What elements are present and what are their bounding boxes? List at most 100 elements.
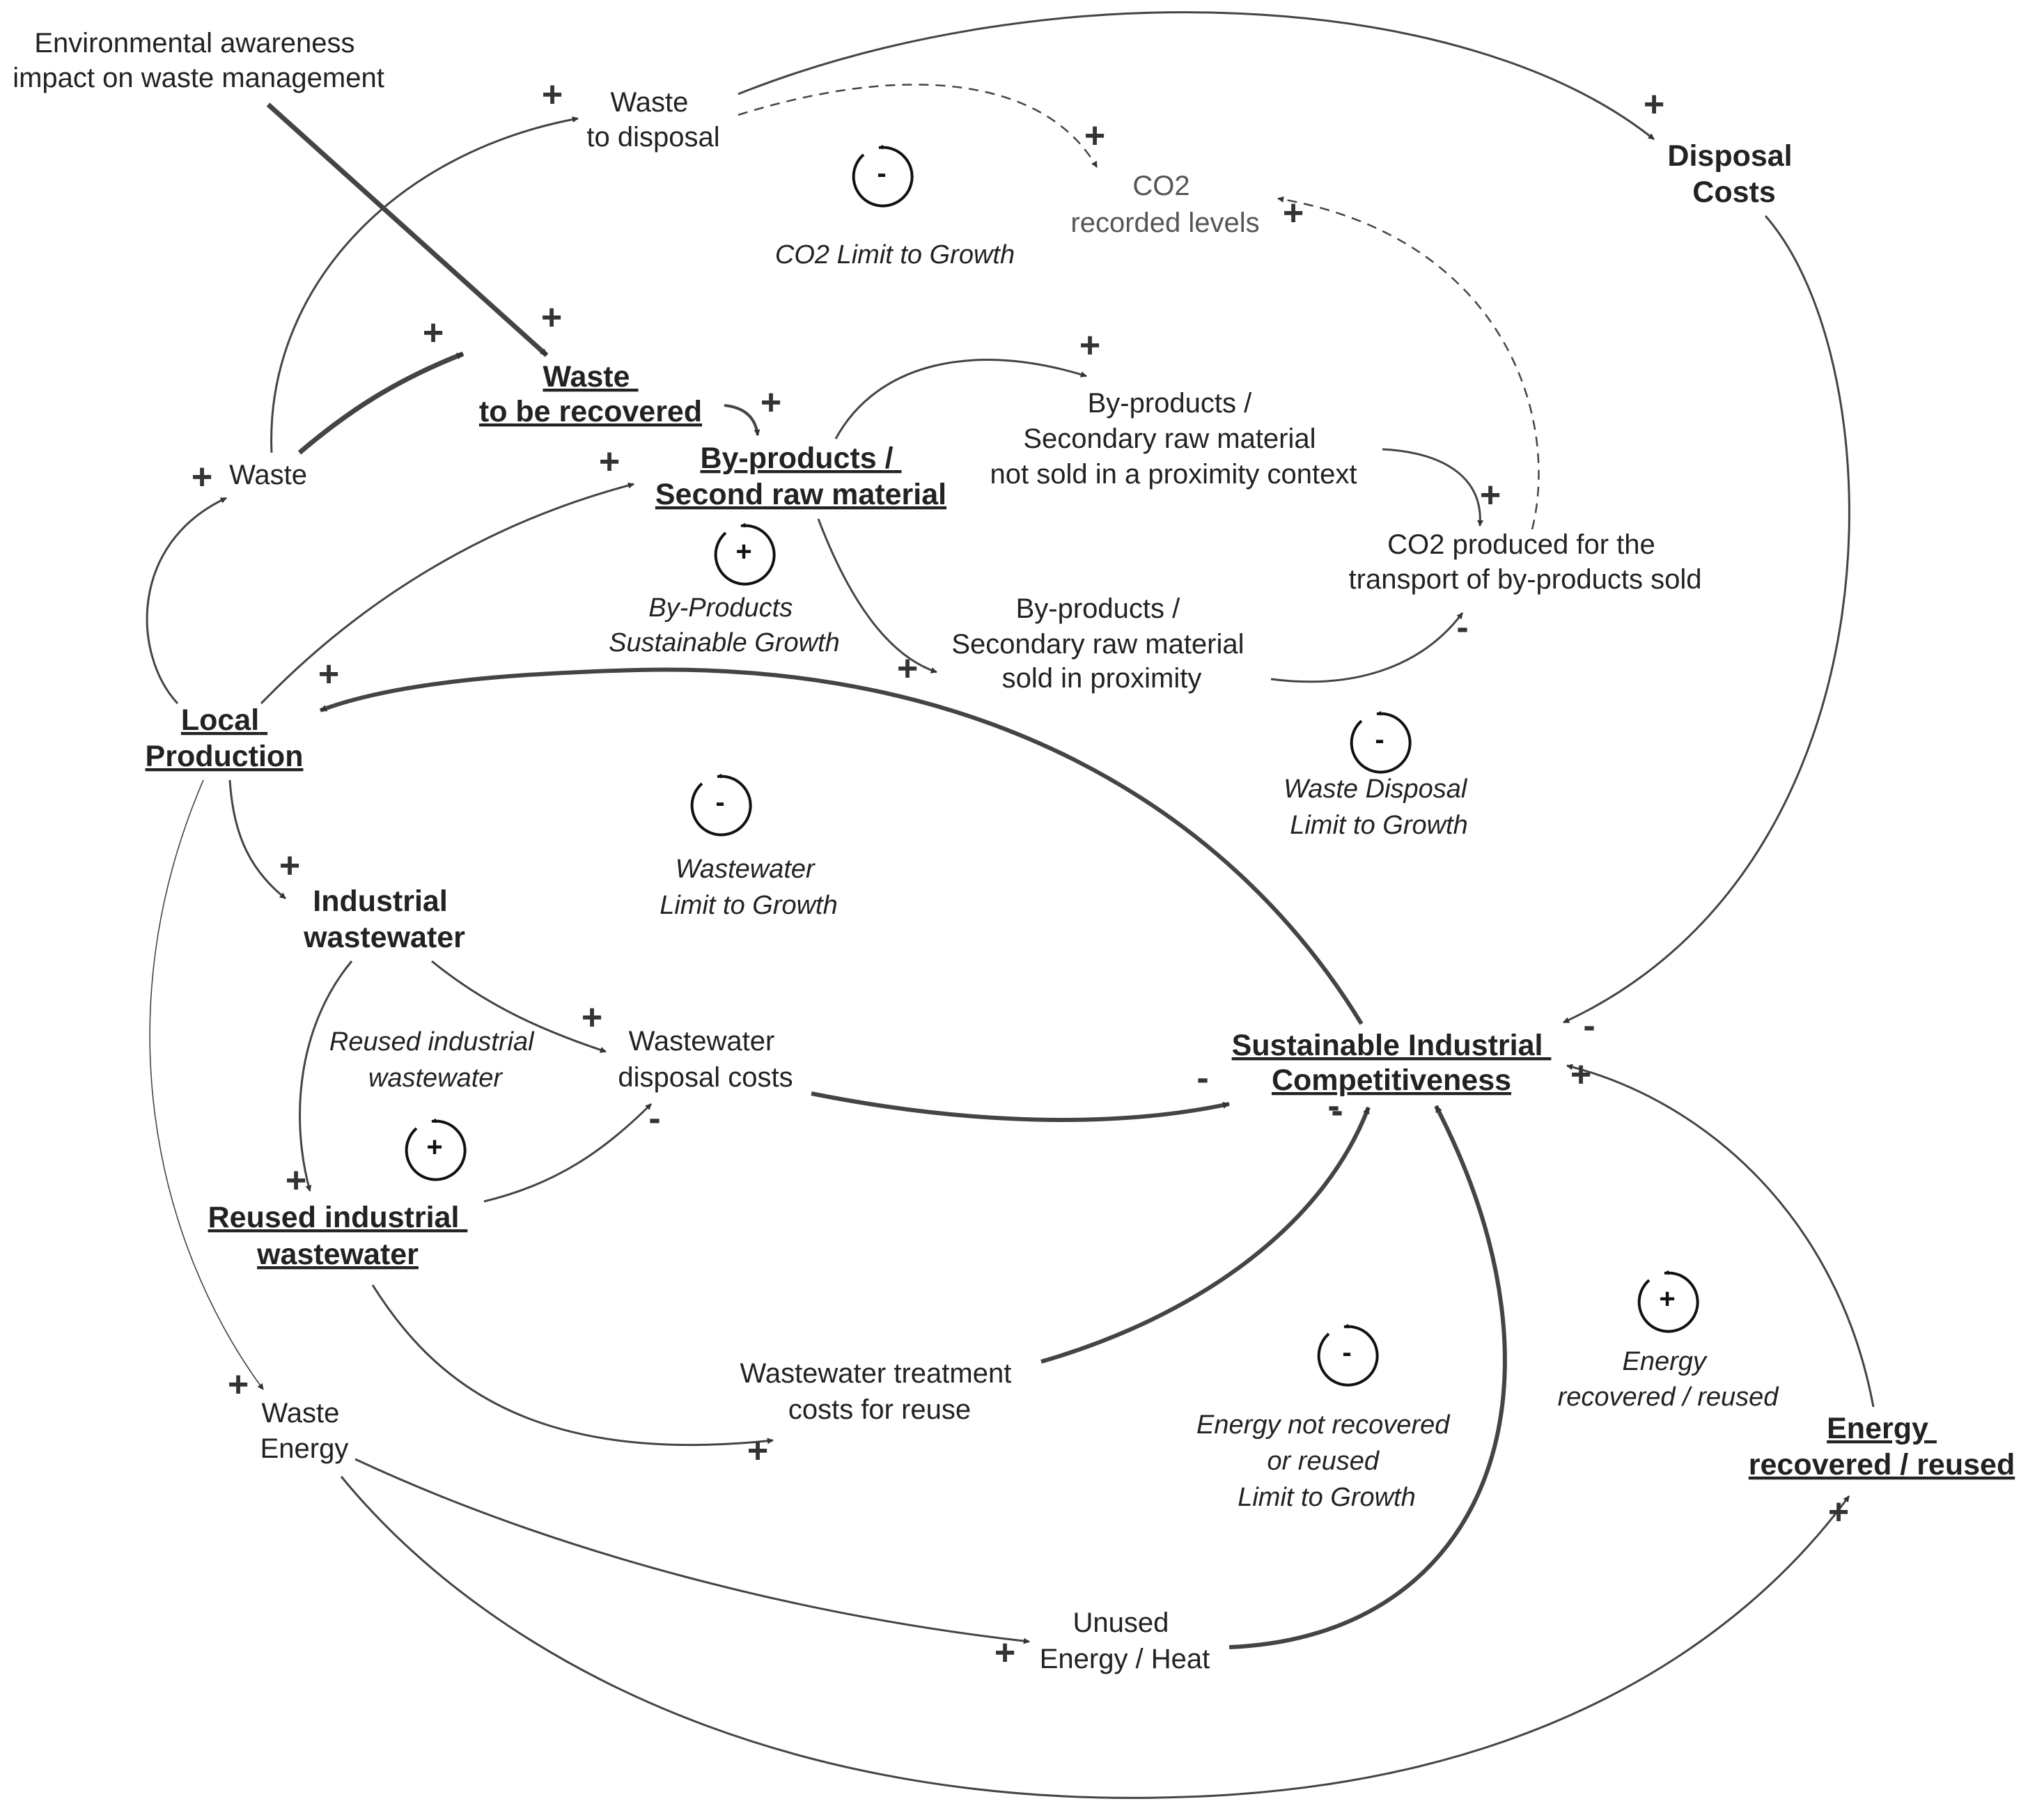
link-waste-to-waste-to-be-recovered bbox=[297, 351, 465, 455]
link-waste-to-disposal-to-disposal-costs bbox=[738, 11, 1655, 141]
polarity-not-sold-to-co2-transport: + bbox=[1480, 475, 1501, 515]
node-waste-to-be-recovered-line1: Waste bbox=[543, 360, 630, 394]
loop-label-byproducts-growth-line1: By-Products bbox=[648, 593, 793, 623]
node-co2-recorded: CO2 recorded levels bbox=[1070, 171, 1259, 238]
node-co2-recorded-line2: recorded levels bbox=[1070, 208, 1259, 238]
node-byproducts-sold-line1: By-products / bbox=[1016, 593, 1181, 624]
node-byproducts-sold: By-products / Secondary raw material sol… bbox=[951, 593, 1251, 694]
link-not-sold-to-co2-transport bbox=[1382, 448, 1484, 527]
node-byproducts-second: By-products / Second raw material bbox=[655, 442, 946, 511]
polarity-waste-to-waste-to-disposal: + bbox=[542, 75, 563, 115]
link-waste-to-waste-to-disposal bbox=[270, 116, 579, 453]
node-waste: Waste bbox=[229, 460, 307, 490]
link-waste-energy-to-energy-recovered bbox=[340, 1476, 1850, 1799]
node-waste-to-be-recovered: Waste to be recovered bbox=[479, 360, 702, 428]
loop-label-co2-limit: CO2 Limit to Growth bbox=[775, 240, 1015, 270]
link-sold-to-co2-transport bbox=[1270, 612, 1464, 683]
link-reused-wastewater-to-treatment-costs bbox=[371, 1284, 774, 1447]
node-wastewater-treatment-costs: Wastewater treatment costs for reuse bbox=[740, 1358, 1020, 1425]
node-waste-line1: Waste bbox=[229, 460, 307, 490]
polarity-competitiveness-to-local-production: + bbox=[318, 654, 339, 694]
loop-label-energy-recovered-line1: Energy bbox=[1623, 1347, 1708, 1376]
node-sustainable-competitiveness: Sustainable Industrial Competitiveness bbox=[1232, 1029, 1552, 1097]
loop-label-waste-disposal-limit-line2: Limit to Growth bbox=[1290, 811, 1468, 840]
loop-arrow-energy-not-recovered-icon bbox=[1317, 1323, 1379, 1387]
node-byproducts-not-sold: By-products / Secondary raw material not… bbox=[990, 388, 1357, 490]
loop-label-waste-disposal-limit-line1: Waste Disposal bbox=[1284, 774, 1468, 804]
node-local-production: Local Production bbox=[146, 703, 304, 773]
node-unused-energy: Unused Energy / Heat bbox=[1040, 1608, 1210, 1674]
link-env-awareness-to-waste-to-be-recovered bbox=[266, 102, 549, 357]
node-local-production-line1: Local bbox=[181, 703, 259, 737]
node-byproducts-sold-line3: sold in proximity bbox=[1002, 663, 1202, 694]
node-co2-transport-line1: CO2 produced for the bbox=[1387, 529, 1655, 560]
loop-arrow-wastewater-limit-icon bbox=[690, 773, 752, 836]
node-byproducts-not-sold-line2: Secondary raw material bbox=[1023, 423, 1316, 454]
link-byproducts-to-sold bbox=[817, 518, 937, 674]
node-disposal-costs-line2: Costs bbox=[1692, 176, 1775, 209]
loop-sign-waste-disposal-limit: - bbox=[1375, 724, 1384, 755]
link-local-production-to-waste-energy bbox=[149, 779, 264, 1390]
polarity-reused-wastewater-to-wastewater-disposal-costs: - bbox=[648, 1098, 660, 1139]
loop-sign-wastewater-limit: - bbox=[715, 787, 724, 818]
node-env-awareness-line2: impact on waste management bbox=[13, 63, 384, 93]
loop-label-byproducts-growth-line2: Sustainable Growth bbox=[609, 628, 840, 657]
node-env-awareness-line1: Environmental awareness bbox=[34, 28, 354, 59]
node-env-awareness: Environmental awareness impact on waste … bbox=[13, 28, 384, 93]
polarity-industrial-wastewater-to-wastewater-disposal-costs: + bbox=[582, 997, 602, 1038]
loop-arrow-reused-wastewater-icon bbox=[405, 1118, 467, 1181]
node-industrial-wastewater-line1: Industrial bbox=[313, 885, 448, 918]
loop-label-wastewater-limit-line2: Limit to Growth bbox=[660, 891, 838, 920]
node-waste-energy-line2: Energy bbox=[260, 1433, 349, 1464]
polarity-local-production-to-industrial-wastewater: + bbox=[279, 846, 300, 886]
loop-arrow-byproducts-growth-icon bbox=[714, 522, 776, 586]
node-byproducts-not-sold-line1: By-products / bbox=[1088, 388, 1253, 419]
polarity-treatment-costs-to-competitiveness: - bbox=[1331, 1091, 1343, 1131]
loop-label-energy-not-recovered-line1: Energy not recovered bbox=[1196, 1410, 1451, 1440]
loop-arrow-co2-limit-icon bbox=[852, 144, 914, 208]
node-local-production-line2: Production bbox=[146, 740, 304, 773]
node-wastewater-disposal-costs-line1: Wastewater bbox=[629, 1026, 775, 1057]
link-co2-transport-to-co2-recorded bbox=[1277, 196, 1540, 530]
node-waste-energy: Waste Energy bbox=[260, 1398, 349, 1464]
node-industrial-wastewater: Industrial wastewater bbox=[303, 885, 465, 954]
link-wastewater-disposal-costs-to-competitiveness bbox=[811, 1091, 1230, 1122]
node-waste-to-disposal-line1: Waste bbox=[611, 87, 689, 118]
polarity-disposal-costs-to-competitiveness: - bbox=[1583, 1006, 1595, 1046]
loop-label-wastewater-limit-line1: Wastewater bbox=[676, 855, 816, 884]
link-waste-to-be-recovered-to-byproducts bbox=[724, 404, 760, 436]
link-disposal-costs-to-competitiveness bbox=[1563, 215, 1850, 1024]
polarity-env-awareness-to-waste-to-be-recovered: + bbox=[541, 297, 562, 338]
polarity-waste-to-waste-to-be-recovered: + bbox=[423, 313, 444, 353]
link-industrial-wastewater-to-reused-wastewater bbox=[299, 960, 353, 1192]
polarity-sold-to-co2-transport: - bbox=[1456, 607, 1468, 648]
polarity-byproducts-to-sold: + bbox=[897, 648, 918, 689]
loop-sign-byproducts-growth: + bbox=[735, 536, 751, 567]
node-co2-recorded-line1: CO2 bbox=[1132, 171, 1189, 201]
node-energy-recovered-line2: recovered / reused bbox=[1749, 1448, 2015, 1481]
node-byproducts-second-line1: By-products / bbox=[700, 442, 893, 475]
link-waste-to-disposal-to-co2-recorded bbox=[738, 84, 1098, 168]
node-unused-energy-line2: Energy / Heat bbox=[1040, 1644, 1210, 1674]
polarity-waste-to-be-recovered-to-byproducts: + bbox=[760, 382, 781, 423]
node-industrial-wastewater-line2: wastewater bbox=[303, 921, 465, 954]
node-energy-recovered: Energy recovered / reused bbox=[1749, 1412, 2015, 1481]
loop-label-byproducts-growth: By-Products Sustainable Growth bbox=[609, 593, 840, 657]
loop-label-co2-limit-line1: CO2 Limit to Growth bbox=[775, 240, 1015, 270]
link-waste-energy-to-unused-energy bbox=[354, 1458, 1030, 1644]
node-reused-wastewater-line2: wastewater bbox=[256, 1238, 419, 1271]
polarity-waste-energy-to-unused-energy: + bbox=[994, 1633, 1015, 1673]
node-byproducts-not-sold-line3: not sold in a proximity context bbox=[990, 459, 1357, 490]
loop-label-energy-recovered: Energy recovered / reused bbox=[1558, 1347, 1780, 1412]
node-waste-to-disposal: Waste to disposal bbox=[586, 87, 719, 153]
link-local-production-to-waste bbox=[146, 497, 227, 705]
loop-label-waste-disposal-limit: Waste Disposal Limit to Growth bbox=[1284, 774, 1474, 840]
node-disposal-costs-line1: Disposal bbox=[1667, 139, 1792, 173]
loop-sign-reused-wastewater: + bbox=[426, 1132, 442, 1162]
polarity-unused-energy-to-competitiveness: - bbox=[1327, 1086, 1339, 1126]
node-co2-transport-line2: transport of by-products sold bbox=[1349, 564, 1702, 595]
loop-label-energy-not-recovered-line2: or reused bbox=[1267, 1447, 1380, 1476]
link-treatment-costs-to-competitiveness bbox=[1040, 1106, 1371, 1364]
polarity-reused-wastewater-to-treatment-costs: + bbox=[747, 1431, 768, 1471]
